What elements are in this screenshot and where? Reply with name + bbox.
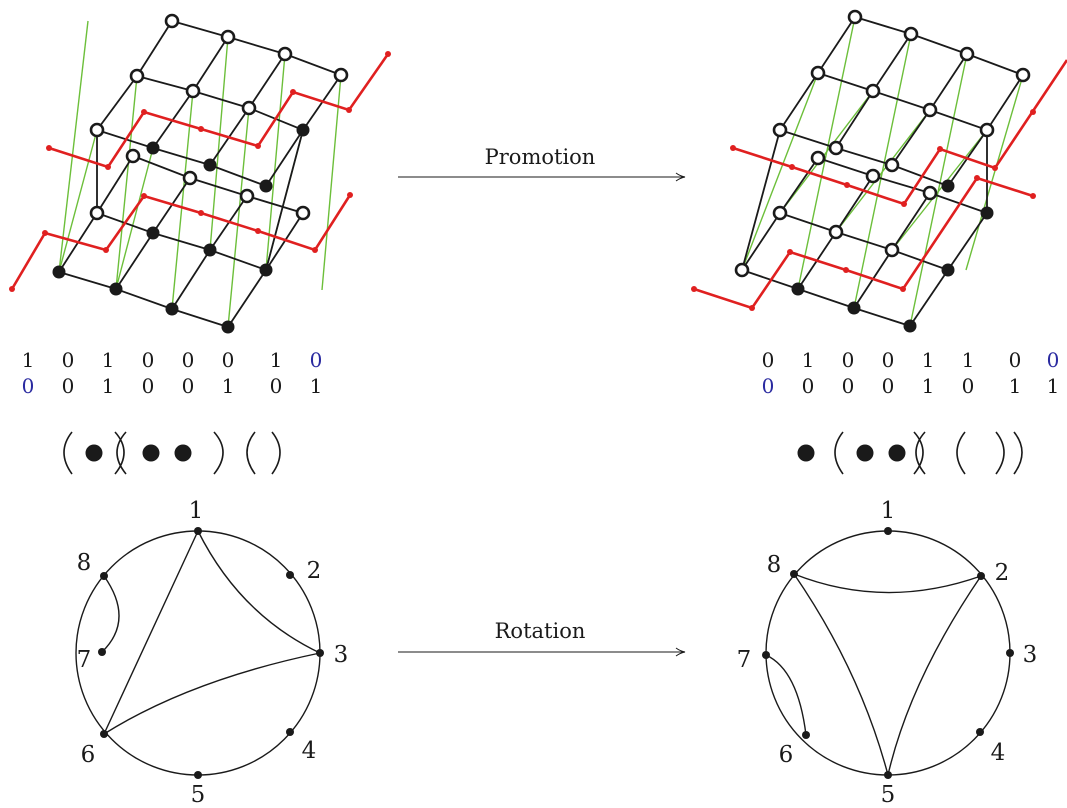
right-binary-row-2: 0 0 0 0 1 0 1 1 [762, 374, 1060, 398]
binary-digit: 0 [222, 348, 235, 372]
left-lattice-filled-nodes [52, 123, 310, 334]
right-circle-points [762, 527, 1014, 779]
left-binary-rows: 1 0 1 0 0 0 1 0 0 0 1 0 0 1 0 1 [22, 348, 323, 398]
binary-digit: 0 [842, 374, 855, 398]
right-chord-diagram: 1 2 3 4 5 6 7 8 [737, 498, 1038, 808]
left-point-label: 3 [334, 642, 349, 668]
binary-digit: 1 [922, 348, 935, 372]
right-chords [765, 573, 982, 776]
binary-digit: 1 [22, 348, 35, 372]
binary-digit: 0 [182, 374, 195, 398]
rotation-arrow: Rotation [398, 619, 686, 657]
binary-digit: 1 [222, 374, 235, 398]
right-point-label: 5 [881, 782, 896, 808]
left-lattice-red-dots [9, 51, 391, 292]
left-bracket-dots [85, 444, 192, 462]
binary-digit: 0 [62, 348, 75, 372]
binary-digit: 0 [142, 348, 155, 372]
binary-digit-highlighted: 0 [762, 374, 775, 398]
rotation-label: Rotation [495, 619, 586, 643]
binary-digit: 0 [270, 374, 283, 398]
left-point-label: 5 [191, 782, 206, 808]
binary-digit: 1 [1009, 374, 1022, 398]
right-point-label: 6 [779, 742, 794, 768]
left-lattice-black-lines [58, 20, 342, 328]
binary-digit: 1 [310, 374, 323, 398]
left-circle-points [98, 527, 324, 779]
binary-digit-highlighted: 0 [22, 374, 35, 398]
binary-digit: 0 [882, 348, 895, 372]
binary-digit-highlighted: 0 [1047, 348, 1060, 372]
left-lattice-red-paths [10, 53, 390, 290]
right-lattice-red-dots [691, 109, 1036, 311]
binary-digit: 0 [142, 374, 155, 398]
left-chords [101, 530, 321, 735]
binary-digit: 1 [1047, 374, 1060, 398]
promotion-arrow: Promotion [398, 145, 686, 182]
left-lattice-green-lines [58, 20, 342, 328]
right-lattice-black-lines [741, 16, 1024, 327]
binary-digit: 0 [62, 374, 75, 398]
binary-digit: 0 [802, 374, 815, 398]
right-point-label: 4 [991, 740, 1006, 766]
left-point-label: 8 [77, 550, 92, 576]
right-lattice-green-lines [741, 16, 1024, 327]
left-point-label: 7 [77, 647, 92, 673]
binary-digit: 0 [762, 348, 775, 372]
left-chord-diagram: 1 2 3 4 5 6 7 8 [75, 498, 349, 808]
binary-digit: 1 [922, 374, 935, 398]
binary-digit: 0 [962, 374, 975, 398]
binary-digit-highlighted: 0 [310, 348, 323, 372]
left-point-label: 1 [189, 498, 204, 524]
left-binary-row-2: 0 0 1 0 0 1 0 1 [22, 374, 323, 398]
right-binary-rows: 0 1 0 0 1 1 0 0 0 0 0 0 1 0 1 1 [762, 348, 1060, 398]
binary-digit: 1 [102, 374, 115, 398]
left-point-label: 6 [81, 742, 96, 768]
binary-digit: 0 [842, 348, 855, 372]
left-point-label: 2 [307, 558, 322, 584]
binary-digit: 0 [1009, 348, 1022, 372]
binary-digit: 1 [802, 348, 815, 372]
right-bracket-dots [797, 444, 906, 462]
left-lattice-open-nodes [89, 13, 349, 221]
right-point-label: 8 [767, 552, 782, 578]
right-point-label: 3 [1023, 642, 1038, 668]
left-point-label: 4 [302, 738, 317, 764]
left-bracket-row [63, 431, 281, 475]
right-point-label: 7 [737, 647, 752, 673]
promotion-label: Promotion [485, 145, 596, 169]
right-lattice-filled-nodes [791, 179, 994, 333]
binary-digit: 1 [962, 348, 975, 372]
binary-digit: 1 [270, 348, 283, 372]
right-binary-row-1: 0 1 0 0 1 1 0 0 [762, 348, 1060, 372]
right-point-label: 2 [995, 560, 1010, 586]
right-bracket-row [834, 431, 1023, 475]
left-binary-row-1: 1 0 1 0 0 0 1 0 [22, 348, 323, 372]
left-lattice [9, 13, 391, 334]
right-point-label: 1 [881, 498, 896, 524]
binary-digit: 0 [882, 374, 895, 398]
right-lattice [691, 9, 1067, 333]
right-lattice-open-nodes [734, 9, 1031, 278]
binary-digit: 1 [102, 348, 115, 372]
binary-digit: 0 [182, 348, 195, 372]
